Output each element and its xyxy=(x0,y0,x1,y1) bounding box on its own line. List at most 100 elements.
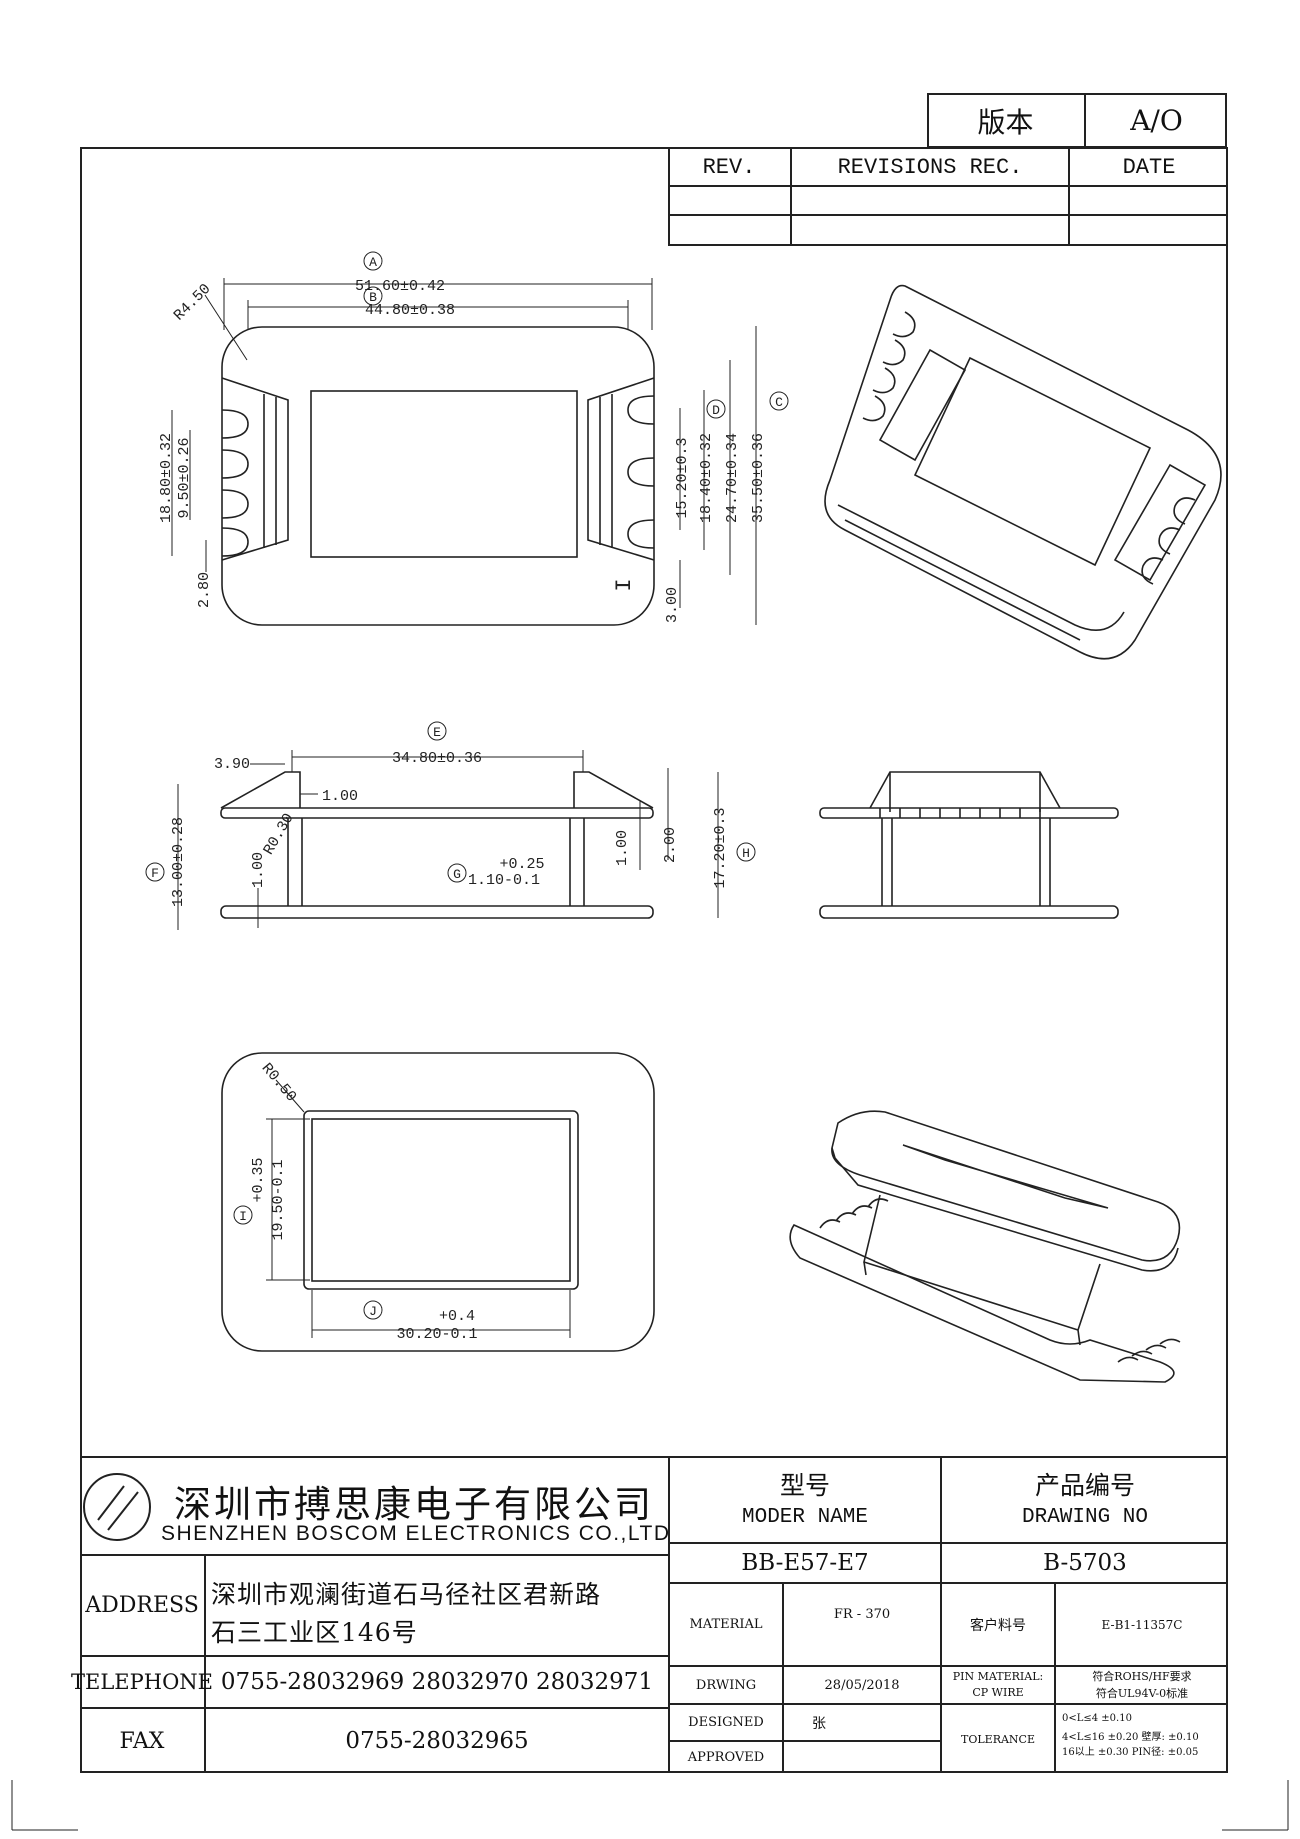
model-value: BB-E57-E7 xyxy=(741,1550,869,1576)
version-value: A/O xyxy=(1130,104,1183,137)
fax-label: FAX xyxy=(119,1728,165,1754)
marker-g: G xyxy=(453,867,461,882)
left-grid-h3 xyxy=(80,1707,668,1709)
material-value: FR - 370 xyxy=(833,1606,891,1622)
rev-row-line-2 xyxy=(668,214,1228,216)
rev-header-rec: REVISIONS REC. xyxy=(837,155,1023,180)
dim-c: 35.50±0.36 xyxy=(750,433,767,523)
marker-f: F xyxy=(151,866,159,881)
tolerance-line1: 0<L≤4 ±0.10 xyxy=(1062,1713,1132,1724)
dim-t3: 2.00 xyxy=(662,827,679,863)
right-grid-h5 xyxy=(668,1740,940,1742)
dim-f: 13.00±0.28 xyxy=(170,817,187,907)
drwing-label: DRWING xyxy=(695,1677,757,1693)
customer-code-label: 客户料号 xyxy=(970,1617,1026,1634)
dim-t2: 1.00 xyxy=(614,830,631,866)
top-right-flange xyxy=(587,377,655,561)
customer-code-value: E-B1-11357C xyxy=(1101,1617,1183,1632)
front-view xyxy=(819,771,1119,919)
dim-top-radius: R4.50 xyxy=(171,281,215,325)
bottom-view: R0.50 I +0.35 19.50-0.1 J +0.4 30.20-0.1 xyxy=(221,1052,655,1352)
left-grid-v xyxy=(204,1554,206,1773)
address-line2: 石三工业区146号 xyxy=(211,1618,418,1647)
marker-e: E xyxy=(433,725,441,740)
dim-t1: 1.00 xyxy=(250,852,267,888)
address-label: ADDRESS xyxy=(85,1593,199,1618)
dim-j-tol: +0.4 xyxy=(439,1308,475,1325)
top-left-pins xyxy=(221,409,249,557)
iso2-top-flange xyxy=(831,1110,1181,1262)
dim-d1: 18.80±0.32 xyxy=(158,433,175,523)
pin-one-mark: I xyxy=(612,578,637,591)
dim-w2: 1.00 xyxy=(322,788,358,805)
company-name-cn: 深圳市搏思康电子有限公司 xyxy=(174,1483,654,1526)
top-view: A 51.60±0.42 B 44.80±0.38 R4.50 18.80±0.… xyxy=(158,251,789,626)
approved-label: APPROVED xyxy=(687,1750,765,1765)
dim-d2: 9.50±0.26 xyxy=(176,437,193,518)
drawing-label-cn: 产品编号 xyxy=(1034,1471,1135,1500)
rev-row-line-1 xyxy=(668,185,1228,187)
dim-i: 19.50-0.1 xyxy=(270,1159,287,1240)
side-view-dimensions xyxy=(177,750,719,930)
address-line1: 深圳市观澜街道石马径社区君新路 xyxy=(211,1580,602,1609)
fax-value: 0755-28032965 xyxy=(345,1728,529,1754)
cp-wire-label: CP WIRE xyxy=(972,1685,1024,1699)
rev-header-date: DATE xyxy=(1122,155,1176,180)
tolerance-line3: 16以上 ±0.30 PIN径: ±0.05 xyxy=(1062,1747,1199,1758)
right-grid-v1 xyxy=(940,1456,942,1773)
version-divider xyxy=(1084,93,1086,148)
rev-header-rev: REV. xyxy=(702,155,756,180)
marker-c: C xyxy=(775,395,783,410)
iso1-window xyxy=(913,356,1152,567)
pin-material-label: PIN MATERIAL: xyxy=(952,1669,1044,1683)
marker-h: H xyxy=(742,846,750,861)
telephone-value: 0755-28032969 28032970 28032971 xyxy=(220,1669,654,1695)
dim-a: 51.60±0.42 xyxy=(355,278,445,295)
model-label-en: MODER NAME xyxy=(741,1505,869,1529)
dim-d3: 2.80 xyxy=(196,572,213,608)
left-grid-v-right xyxy=(668,1456,670,1773)
marker-b: B xyxy=(369,290,377,305)
side-bottom-flange xyxy=(220,905,654,919)
crop-marks xyxy=(11,1780,1289,1831)
designed-value: 张 xyxy=(812,1715,826,1732)
dim-d5: 18.40±0.32 xyxy=(698,433,715,523)
telephone-label: TELEPHONE xyxy=(71,1670,213,1694)
dim-g-tol: +0.25 xyxy=(499,856,544,873)
drwing-date: 28/05/2018 xyxy=(824,1677,900,1693)
drawing-no-value: B-5703 xyxy=(1043,1550,1127,1576)
side-walls xyxy=(287,818,585,906)
tolerance-label: TOLERANCE xyxy=(961,1732,1035,1746)
rev-col-line-2 xyxy=(1068,147,1070,246)
title-block-top-line xyxy=(80,1456,1228,1458)
right-grid-h6 xyxy=(940,1703,1228,1705)
top-view-window xyxy=(310,390,578,558)
right-grid-h4 xyxy=(668,1703,940,1705)
dim-h: 17.20±0.3 xyxy=(712,807,729,888)
marker-i: I xyxy=(239,1209,247,1224)
left-grid-h1 xyxy=(80,1554,668,1556)
tolerance-line2: 4<L≤16 ±0.20 壁厚: ±0.10 xyxy=(1062,1732,1199,1743)
dim-j: 30.20-0.1 xyxy=(396,1326,477,1343)
marker-a: A xyxy=(369,255,377,270)
marker-j: J xyxy=(369,1304,377,1319)
bottom-view-window-outer xyxy=(303,1110,579,1290)
dim-e: 34.80±0.36 xyxy=(392,750,482,767)
rev-col-line-1 xyxy=(790,147,792,246)
model-label-cn: 型号 xyxy=(779,1471,830,1500)
version-label: 版本 xyxy=(977,105,1034,139)
drawing-label-en: DRAWING NO xyxy=(1021,1505,1149,1529)
dim-d6: 24.70±0.34 xyxy=(724,433,741,523)
iso1-outline xyxy=(824,284,1222,660)
dim-w1: 3.90 xyxy=(214,756,250,773)
dim-g: 1.10-0.1 xyxy=(468,872,540,889)
dim-i-tol: +0.35 xyxy=(250,1157,267,1202)
designed-label: DESIGNED xyxy=(688,1715,764,1730)
drawing-frame xyxy=(80,147,1228,1773)
bottom-view-window-inner xyxy=(311,1118,571,1282)
isometric-view-bottom xyxy=(789,1110,1181,1383)
right-grid-v3 xyxy=(1054,1584,1056,1773)
company-name-en: SHENZHEN BOSCOM ELECTRONICS CO.,LTD xyxy=(161,1522,671,1545)
right-grid-h1 xyxy=(668,1542,1228,1544)
